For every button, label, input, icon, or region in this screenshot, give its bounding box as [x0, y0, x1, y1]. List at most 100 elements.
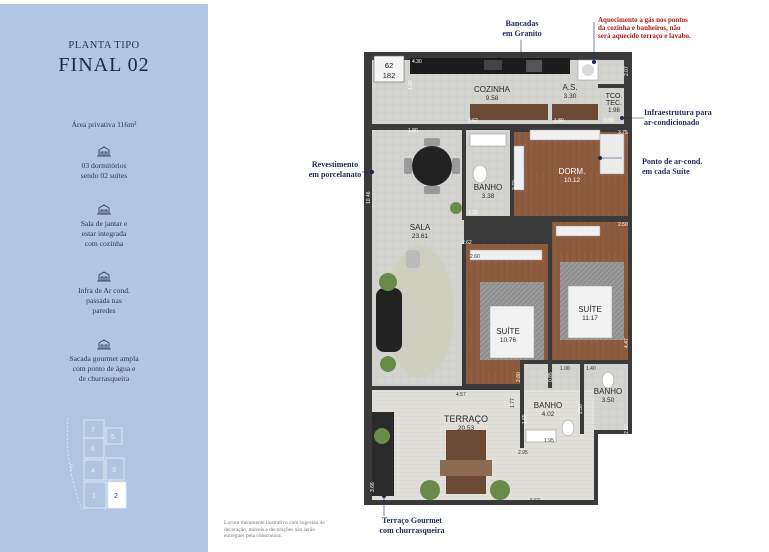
keyplan-unit-1 — [83, 481, 107, 509]
feature-gourmet: Sacada gourmet ampla com ponto de água e… — [0, 338, 208, 384]
room-labels: COZINHA 9.58 A.S. 3.30 TCO. TEC. 1.98 SA… — [410, 83, 623, 432]
wardrobe — [529, 129, 601, 141]
unit-badge-bottom: 182 — [383, 71, 396, 80]
room-area: 10.76 — [500, 337, 517, 344]
room-name: BANHO — [594, 387, 622, 396]
svg-text:3.75: 3.75 — [618, 130, 628, 136]
keyplan-unit-4 — [83, 459, 105, 481]
toilet-icon — [472, 164, 488, 184]
callout-leaders — [362, 22, 644, 516]
dining-table — [412, 146, 452, 186]
room-name: COZINHA — [474, 85, 511, 94]
svg-text:1.77: 1.77 — [510, 398, 516, 408]
interior-walls — [372, 84, 628, 448]
sink-counter — [525, 429, 557, 443]
callout-ac-point: Ponto de ar-cond. em cada Suíte — [642, 157, 703, 176]
room-area: 23.61 — [412, 233, 429, 240]
suite1-bed — [489, 305, 535, 359]
feature-living: Sala de jantar e estar integrada com coz… — [0, 203, 208, 249]
svg-text:2.07: 2.07 — [624, 66, 630, 76]
svg-text:4.47: 4.47 — [624, 338, 630, 348]
feature-ac: Infra de Ar cond. passada nas paredes — [0, 270, 208, 316]
svg-text:2.62: 2.62 — [462, 240, 472, 246]
room-area: 4.02 — [542, 411, 555, 418]
svg-text:2.50: 2.50 — [618, 222, 628, 228]
room-area: 3.30 — [564, 93, 577, 100]
svg-text:1.40: 1.40 — [586, 366, 596, 372]
svg-text:2.80: 2.80 — [516, 372, 522, 382]
feature-bedrooms: 03 dormitórios sendo 02 suítes — [0, 145, 208, 181]
room-name: SUÍTE — [496, 327, 520, 336]
toilet-icon — [561, 419, 575, 437]
svg-text:4.30: 4.30 — [412, 59, 422, 65]
laundry-cabinet — [552, 104, 598, 120]
room-name: SALA — [410, 223, 431, 232]
building-icon — [97, 146, 111, 157]
svg-text:2.50: 2.50 — [578, 404, 584, 414]
svg-text:6.62: 6.62 — [530, 498, 540, 504]
svg-text:2: 2 — [114, 493, 118, 500]
sink-counter — [469, 133, 507, 147]
dorm-bed — [599, 133, 625, 175]
svg-text:0.90: 0.90 — [604, 118, 614, 124]
feature-area: Área privativa 116m² — [71, 120, 137, 129]
svg-text:1.00: 1.00 — [560, 366, 570, 372]
room-name: TEC. — [606, 100, 622, 107]
plant-icon — [450, 202, 462, 214]
plant-icon — [490, 480, 510, 500]
svg-text:1.25: 1.25 — [468, 210, 478, 216]
svg-text:2.50: 2.50 — [624, 424, 630, 434]
building-icon — [97, 204, 111, 215]
wall-segment — [372, 124, 464, 130]
svg-text:2.70: 2.70 — [512, 180, 518, 190]
callout-gourmet-terrace: Terraço Gourmet com churrasqueira — [379, 516, 445, 535]
dimension-labels: 4.30 1.20 2.07 2.62 1.80 0.90 1.80 2.70 … — [366, 59, 630, 504]
svg-text:1: 1 — [92, 493, 96, 500]
svg-text:1.20: 1.20 — [408, 80, 414, 90]
terrace-bench — [440, 460, 492, 476]
room-name: BANHO — [534, 401, 562, 410]
room-name: A.S. — [562, 83, 577, 92]
cooktop — [526, 60, 542, 72]
room-name: SUÍTE — [578, 305, 602, 314]
room-name: TCO. — [606, 93, 623, 100]
unit-badge-top: 62 — [385, 61, 393, 70]
callout-ac-infrastructure: Infraestrutura para ar-condicionado — [644, 108, 712, 127]
svg-text:2.62: 2.62 — [468, 118, 478, 124]
plan-title: FINAL 02 — [58, 54, 150, 76]
key-plan: 7 5 6 4 3 1 2 Rua — [66, 417, 127, 511]
keyplan-unit-2-highlight — [107, 481, 127, 509]
room-area: 11.17 — [582, 315, 598, 322]
room-area: 10.12 — [564, 177, 581, 184]
keyplan-unit-6 — [83, 437, 105, 459]
room-area: 20.53 — [458, 425, 475, 432]
wardrobe — [513, 145, 525, 191]
svg-text:2.60: 2.60 — [470, 254, 480, 260]
svg-text:Rua: Rua — [69, 464, 74, 472]
room-area: 1.98 — [608, 108, 620, 114]
svg-text:1.95: 1.95 — [544, 438, 554, 444]
keyplan-unit-5 — [105, 427, 123, 445]
keyplan-unit-3 — [105, 457, 125, 481]
svg-text:1.80: 1.80 — [408, 128, 418, 134]
wardrobe — [555, 225, 601, 237]
plant-icon — [420, 480, 440, 500]
plant-icon — [379, 273, 397, 291]
room-name: DORM. — [559, 167, 586, 176]
svg-text:1.65: 1.65 — [522, 414, 528, 424]
sidebar-panel: PLANTA TIPO FINAL 02 Área privativa 116m… — [0, 4, 208, 552]
wardrobe — [469, 249, 543, 261]
room-area: 3.38 — [482, 193, 495, 200]
plant-icon — [374, 428, 390, 444]
room-area: 9.58 — [486, 95, 499, 102]
room-name: BANHO — [474, 183, 502, 192]
svg-text:0.85: 0.85 — [548, 372, 554, 382]
building-icon — [97, 339, 111, 350]
disclaimer-note: Layout meramente ilustrativo com sugestã… — [224, 520, 325, 540]
living-rug — [386, 246, 454, 378]
callout-flooring: Revestimento em porcelanato — [308, 160, 362, 179]
room-name: TERRAÇO — [444, 414, 488, 424]
svg-text:4: 4 — [91, 468, 95, 475]
sofa — [376, 288, 402, 352]
plan-kicker: PLANTA TIPO — [68, 40, 140, 51]
